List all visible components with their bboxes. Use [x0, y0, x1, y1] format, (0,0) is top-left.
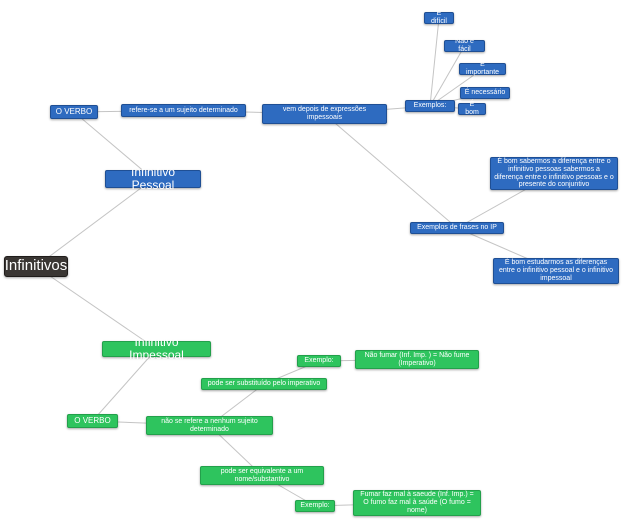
root-node-infinitivos[interactable]: Infinitivos — [4, 256, 68, 277]
node-pessoal-o-verbo[interactable]: O VERBO — [50, 105, 98, 119]
node-example-nao-facil[interactable]: Não é fácil — [444, 38, 485, 53]
node-equivalente-nome[interactable]: pode ser equivalente a um nome/substanti… — [200, 466, 324, 485]
connector — [92, 348, 157, 422]
node-impessoal-o-verbo[interactable]: O VERBO — [67, 414, 118, 428]
connector — [73, 111, 154, 180]
node-nao-se-refere[interactable]: não se refere a nenhum sujeito determina… — [146, 416, 273, 435]
node-refere-sujeito[interactable]: refere-se a um sujeito determinado — [121, 104, 246, 117]
node-example-bom[interactable]: É bom — [458, 101, 486, 116]
node-exemplo-fumar[interactable]: Fumar faz mal à saeude (Inf. Imp.) = O f… — [353, 490, 481, 516]
node-frase-diferenca[interactable]: É bom sabermos a diferença entre o infin… — [490, 157, 618, 190]
node-exemplo-label-2[interactable]: Exemplo: — [295, 500, 335, 512]
connector — [35, 178, 154, 267]
node-example-importante[interactable]: É importante — [459, 61, 506, 76]
node-exemplo-nao-fumar[interactable]: Não fumar (Inf. Imp. ) = Não fume (Imper… — [355, 350, 479, 369]
node-infinitivo-impessoal[interactable]: Infinitivo Impessoal — [102, 335, 211, 362]
node-exemplos-frases[interactable]: Exemplos de frases no IP — [410, 222, 504, 234]
connector — [429, 68, 483, 107]
connector — [429, 17, 440, 107]
connector — [324, 113, 458, 229]
node-example-dificil[interactable]: É difícil — [424, 10, 454, 25]
connector — [35, 266, 157, 350]
node-exemplo-label-1[interactable]: Exemplo: — [297, 355, 341, 367]
node-frase-estudarmos[interactable]: É bom estudarmos as diferenças entre o i… — [493, 258, 619, 284]
connector — [429, 45, 465, 107]
node-substituido-imperativo[interactable]: pode ser substituído pelo imperativo — [201, 378, 327, 390]
node-infinitivo-pessoal[interactable]: Infinitivo Pessoal — [105, 165, 201, 192]
node-exemplos[interactable]: Exemplos: — [405, 100, 455, 112]
node-example-necessario[interactable]: É necessário — [460, 87, 510, 99]
node-vem-depois[interactable]: vem depois de expressões impessoais — [262, 104, 387, 124]
